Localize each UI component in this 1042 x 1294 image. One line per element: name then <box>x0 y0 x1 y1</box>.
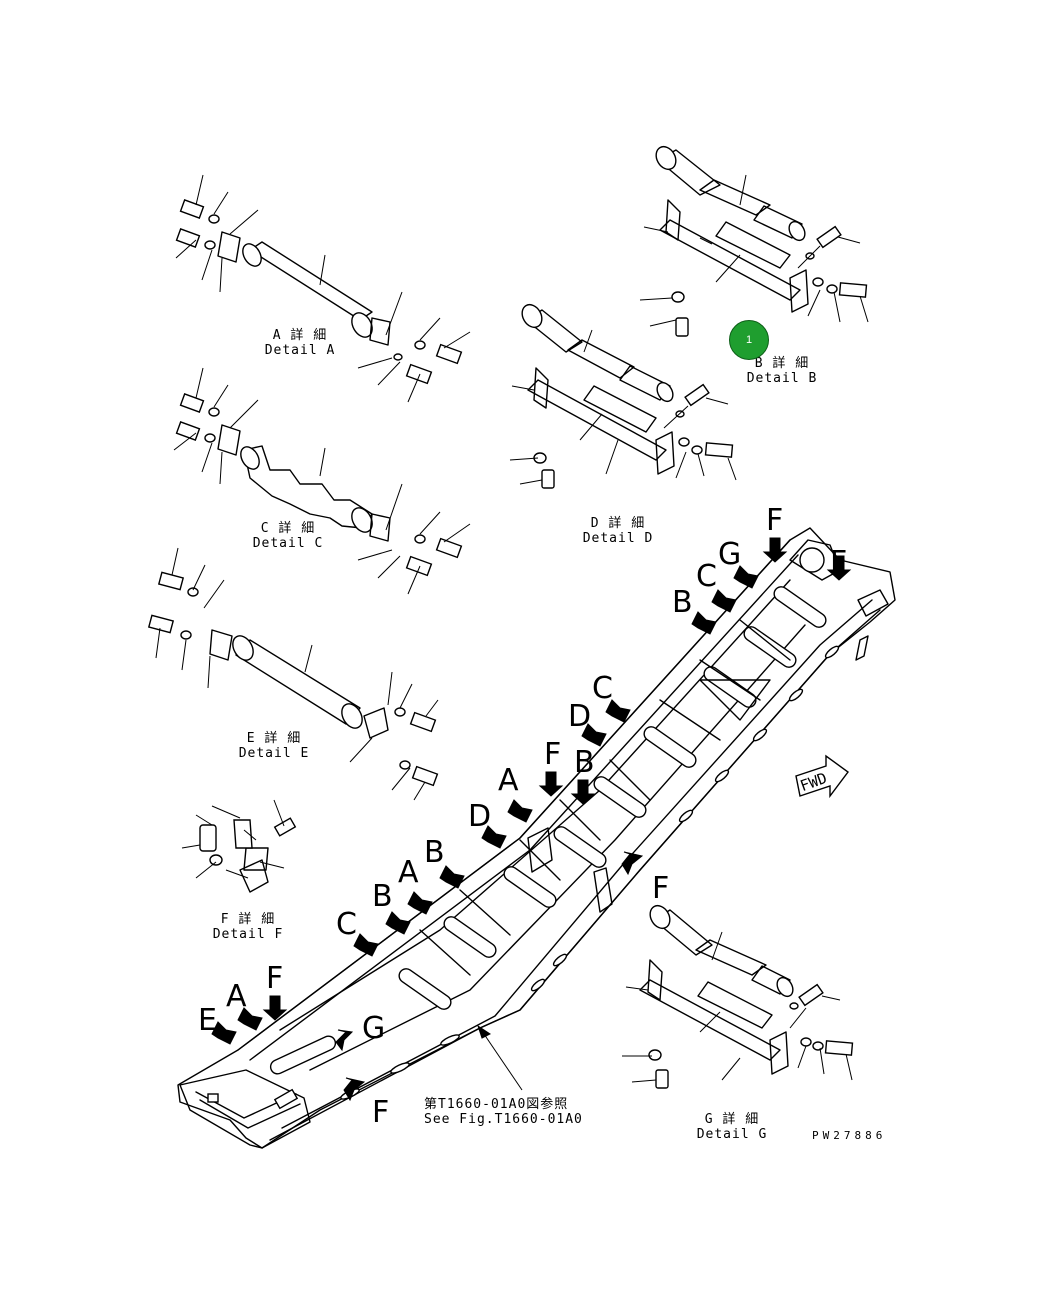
callout-marker-1[interactable]: 1 <box>729 320 769 360</box>
callout-letter: A <box>398 855 419 890</box>
detail-b-drawing <box>639 145 869 337</box>
detail-b-jp: B 詳 細 <box>754 356 810 371</box>
callout-letter: F <box>652 871 670 906</box>
detail-d-label: D 詳 細 Detail D <box>576 516 660 546</box>
detail-g-label: G 詳 細 Detail G <box>690 1112 774 1142</box>
callout-letter: F <box>544 737 562 772</box>
detail-e-jp: E 詳 細 <box>246 731 302 746</box>
detail-c-label: C 詳 細 Detail C <box>246 521 330 551</box>
detail-d-jp: D 詳 細 <box>590 516 646 531</box>
callout-letter: C <box>696 559 717 594</box>
figure-reference: 第T1660-01A0図参照 See Fig.T1660-01A0 <box>424 1097 594 1127</box>
callout-letter: A <box>226 979 247 1014</box>
frame-rollers <box>269 586 827 1075</box>
detail-f-jp: F 詳 細 <box>220 912 276 927</box>
callout-letter: G <box>718 537 742 572</box>
detail-f-en: Detail F <box>212 927 284 942</box>
fwd-arrow-sign <box>795 754 849 799</box>
callout-letter: B <box>672 585 693 620</box>
callout-letter: F <box>266 961 284 996</box>
detail-a-drawing <box>175 174 471 403</box>
callout-letter: A <box>498 763 519 798</box>
detail-a-jp: A 詳 細 <box>272 328 328 343</box>
detail-e-label: E 詳 細 Detail E <box>232 731 316 761</box>
callout-letter: G <box>362 1011 386 1046</box>
detail-c-drawing <box>173 367 471 595</box>
callout-letter: F <box>830 545 848 580</box>
callout-letter: F <box>766 503 784 538</box>
detail-f-drawing <box>181 799 297 893</box>
detail-c-jp: C 詳 細 <box>260 521 316 536</box>
callout-letter: B <box>372 879 393 914</box>
detail-g-en: Detail G <box>696 1127 768 1142</box>
callout-letter: C <box>336 907 357 942</box>
detail-a-label: A 詳 細 Detail A <box>258 328 342 358</box>
callout-letter: B <box>424 835 445 870</box>
detail-c-en: Detail C <box>252 536 324 551</box>
detail-f-label: F 詳 細 Detail F <box>206 912 290 942</box>
callout-letter: F <box>372 1095 390 1130</box>
detail-e-drawing <box>147 547 439 801</box>
detail-e-en: Detail E <box>238 746 310 761</box>
detail-b-en: Detail B <box>746 371 818 386</box>
detail-g-jp: G 詳 細 <box>704 1112 760 1127</box>
drawing-number: PW27886 <box>812 1129 887 1142</box>
detail-g-drawing <box>622 904 854 1089</box>
callout-letter: E <box>198 1003 217 1038</box>
detail-a-en: Detail A <box>264 343 336 358</box>
callout-letter: D <box>568 699 592 734</box>
detail-d-drawing <box>509 303 737 489</box>
detail-d-en: Detail D <box>582 531 654 546</box>
callout-letter: C <box>592 671 613 706</box>
detail-b-label: B 詳 細 Detail B <box>740 356 824 386</box>
main-conveyor-frame <box>177 527 896 1149</box>
reference-en: See Fig.T1660-01A0 <box>424 1112 583 1127</box>
callout-arrows <box>211 537 852 1102</box>
callout-letter: B <box>574 745 595 780</box>
reference-jp: 第T1660-01A0図参照 <box>424 1097 569 1112</box>
callout-letter: D <box>468 799 492 834</box>
